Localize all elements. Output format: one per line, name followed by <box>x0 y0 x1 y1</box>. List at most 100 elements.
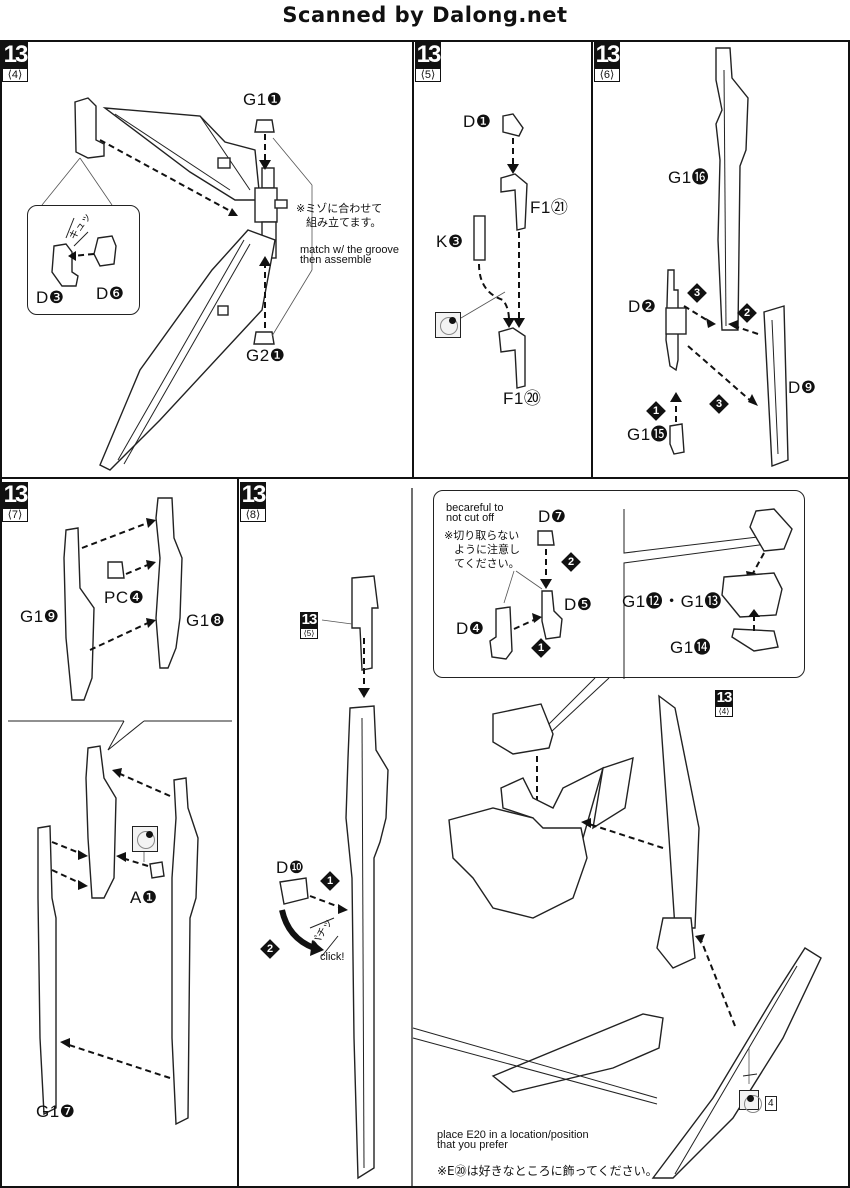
a1-part <box>149 861 165 879</box>
step-number: 13 <box>2 481 28 508</box>
g1-7-part <box>37 825 57 1116</box>
step-sub-number: ⟨5⟩ <box>415 68 441 82</box>
upper-backpack-part <box>749 508 793 552</box>
step-sub-number: ⟨7⟩ <box>2 508 28 522</box>
sticker-sheet-number: 4 <box>765 1096 777 1111</box>
jp-note-place-e20: ※E⑳は好きなところに飾ってください。 <box>437 1164 658 1178</box>
upper-wing-part <box>102 107 261 201</box>
g1-15-part <box>669 423 685 455</box>
step-sub-number: ⟨6⟩ <box>594 68 620 82</box>
d3-d6-detail-illustration <box>51 217 117 287</box>
robot-torso-part <box>448 807 588 919</box>
part-label-g1-9: G1❾ <box>20 607 60 626</box>
part-label-g1-1: G1❶ <box>243 90 283 109</box>
panel-step-13-4: 13 ⟨4⟩ G1❶ G2 <box>0 40 413 478</box>
step-number: 13 <box>415 41 441 68</box>
part-label-d4: D❹ <box>456 619 485 638</box>
grip-assembly-part <box>351 575 379 671</box>
page-frame <box>0 40 850 1188</box>
step-number: 13 <box>240 481 266 508</box>
d7-part <box>537 530 555 546</box>
jp-note-groove-line1: ※ミゾに合わせて <box>296 202 383 215</box>
en-note-careful-line1: becareful to <box>446 502 504 514</box>
step-sub-number: ⟨8⟩ <box>240 508 266 522</box>
step-badge: 13 ⟨7⟩ <box>2 482 28 522</box>
d6-part <box>93 235 117 267</box>
en-note-groove-line2: then assemble <box>300 254 372 266</box>
part-label-a1: A❶ <box>130 888 158 907</box>
k3-part <box>473 215 486 261</box>
rifle-body-assembly-illustration <box>8 497 232 1126</box>
step-marker-1: 1 <box>646 401 666 421</box>
d10-part <box>279 877 309 905</box>
part-label-d10: D❿ <box>276 858 305 877</box>
step-number: 13 <box>2 41 28 68</box>
en-note-place-e20-line2: that you prefer <box>437 1139 508 1151</box>
g1-12-13-part <box>721 572 783 618</box>
rifle-frame-part <box>171 777 199 1126</box>
sound-effect-click: click! <box>320 951 345 963</box>
d5-part <box>541 590 563 640</box>
upper-wing-binder-part <box>658 694 700 929</box>
panel-step-13-5: 13 ⟨5⟩ D❶ F1㉑ K❸ F1⑳ <box>413 40 592 478</box>
g1-8-part <box>155 497 183 669</box>
part-label-g1-16: G1⓰ <box>668 168 710 187</box>
grip-assembly-illustration <box>460 113 528 389</box>
en-note-groove-line1: match w/ the groove <box>300 244 400 256</box>
part-label-d9: D❾ <box>788 378 817 397</box>
wing-binder-assembly-illustration <box>41 97 313 471</box>
pc4-part <box>107 561 125 579</box>
detail-inset-d3-d6: キュッ D❸ D❻ <box>27 205 140 315</box>
part-label-d5: D❺ <box>564 595 593 614</box>
shoulder-fin-part <box>592 756 634 830</box>
step-number: 13 <box>594 41 620 68</box>
en-note-place-e20-line1: place E20 in a location/position <box>437 1129 589 1141</box>
rifle-barrel-assembly-illustration <box>665 47 789 467</box>
part-label-k3: K❸ <box>436 232 464 251</box>
jp-note-careful-line1: ※切り取らない <box>444 529 520 542</box>
scan-credit-header: Scanned by Dalong.net <box>282 3 568 27</box>
d1-part <box>502 113 524 137</box>
sticker-marker-icon <box>435 312 461 338</box>
part-label-g2-1: G2❶ <box>246 346 286 365</box>
jp-note-careful-line2: ように注意し <box>454 543 520 556</box>
g1-14-part <box>731 628 779 652</box>
part-label-d6: D❻ <box>96 284 125 303</box>
rifle-final-assembly-illustration <box>279 575 389 1180</box>
rifle-part <box>651 947 822 1179</box>
backpack-detail-illustration <box>489 508 793 679</box>
sticker-e20-marker-icon <box>739 1090 762 1113</box>
panel-final-assembly: becareful to not cut off ※切り取らない ように注意し … <box>412 478 850 1188</box>
part-label-g1-8: G1❽ <box>186 611 226 630</box>
part-label-g1-7: G1❼ <box>36 1102 76 1121</box>
f1-21-part <box>500 173 528 231</box>
backpack-part <box>492 703 554 755</box>
part-label-d3: D❸ <box>36 288 65 307</box>
step-sub-number: ⟨4⟩ <box>2 68 28 82</box>
step-badge: 13 ⟨5⟩ <box>415 42 441 82</box>
panel-step-13-7: 13 ⟨7⟩ G1❾ PC❹ G1❽ A❶ G1❼ <box>0 478 238 1188</box>
jp-note-careful-line3: てください。 <box>454 557 520 570</box>
step-badge: 13 ⟨8⟩ <box>240 482 266 522</box>
wing-hinge-part <box>656 917 696 969</box>
step-marker-3-upper: 3 <box>687 283 707 303</box>
lower-wing-part <box>99 229 276 471</box>
part-label-g1-12-g1-13: G1⓬・G1⓭ <box>622 592 722 611</box>
d4-part <box>489 606 513 660</box>
g1-16-part <box>715 47 749 331</box>
step-marker-2: 2 <box>260 939 280 959</box>
step-badge: 13 ⟨4⟩ <box>2 42 28 82</box>
part-label-d1: D❶ <box>463 112 492 131</box>
detail-inset-backpack: becareful to not cut off ※切り取らない ように注意し … <box>433 490 805 679</box>
step-marker-1: 1 <box>320 871 340 891</box>
rifle-body-part <box>345 705 389 1180</box>
g1-cap-part <box>254 119 275 133</box>
step-marker-2: 2 <box>737 303 757 323</box>
joint-part <box>74 97 105 159</box>
part-label-f1-20: F1⑳ <box>503 389 542 408</box>
step-marker-3-lower: 3 <box>709 394 729 414</box>
lower-wing-binder-part <box>491 1013 664 1093</box>
g2-cap-part <box>253 331 275 345</box>
g1-9-part <box>63 527 95 701</box>
